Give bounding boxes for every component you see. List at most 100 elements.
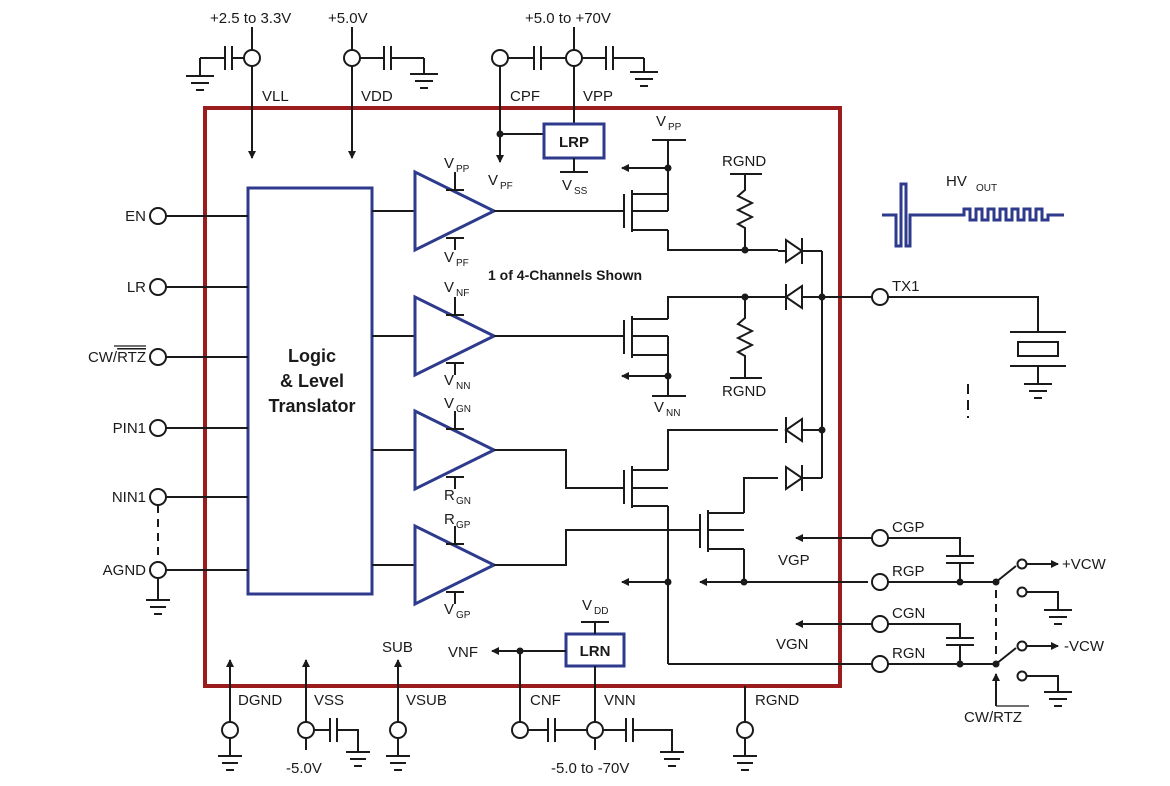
rgnd-resistor-mid: RGND xyxy=(722,293,766,400)
cpf-terminal xyxy=(491,49,509,67)
cgp-pin-label: CGP xyxy=(892,519,925,536)
vgn-label: VGN xyxy=(776,636,809,653)
lr-terminal xyxy=(149,278,167,296)
clamp-pins: CGP VGP RGP CGN VGN RGN xyxy=(668,519,996,673)
left-pins: EN LR CW/RTZ PIN1 NIN1 AGND xyxy=(88,207,248,615)
ic-boundary xyxy=(203,106,842,688)
lrn-regulator xyxy=(564,632,626,668)
svg-text:V: V xyxy=(656,113,666,130)
svg-text:PF: PF xyxy=(500,181,513,192)
dgnd-terminal xyxy=(221,721,239,739)
lrp-regulator: LRP V SS xyxy=(542,122,606,197)
channel-note: 1 of 4-Channels Shown xyxy=(488,267,642,283)
cnf-pin-label: CNF xyxy=(530,692,561,709)
rgnd-top-label: RGND xyxy=(722,153,766,170)
driver-nmos-gate: V NF V NN xyxy=(372,279,624,392)
driver-clamp-n: V GN R GN xyxy=(372,395,624,507)
rgn-pin-label: RGN xyxy=(892,645,925,662)
svg-text:NF: NF xyxy=(456,288,469,299)
vdd-supply: +5.0V VDD xyxy=(328,10,438,159)
vss-pin-label: VSS xyxy=(314,692,344,709)
en-pin-label: EN xyxy=(125,208,146,225)
vnn-range-label: -5.0 to -70V xyxy=(551,760,629,777)
vpp-pin-label: VPP xyxy=(583,88,613,105)
logic-line3: Translator xyxy=(268,396,355,416)
vss-terminal xyxy=(297,721,315,739)
svg-text:V: V xyxy=(444,601,454,618)
plus-vcw-label: +VCW xyxy=(1062,556,1107,573)
cw-rtz-terminal xyxy=(149,348,167,366)
svg-text:GP: GP xyxy=(456,610,471,621)
nin1-pin-label: NIN1 xyxy=(112,489,146,506)
svg-text:R: R xyxy=(444,487,455,504)
svg-text:PP: PP xyxy=(668,122,682,133)
tx1-terminal xyxy=(871,288,889,306)
vll-range-label: +2.5 to 3.3V xyxy=(210,10,291,27)
vll-supply: +2.5 to 3.3V VLL xyxy=(186,10,291,159)
driver-pmos-gate: V PP V PF xyxy=(372,155,624,269)
logic-line2: & Level xyxy=(280,371,344,391)
vdd-pin-label: VDD xyxy=(361,88,393,105)
svg-text:PP: PP xyxy=(456,164,470,175)
rgp-pin-label: RGP xyxy=(892,563,925,580)
svg-text:V: V xyxy=(444,372,454,389)
rgnd-mid-label: RGND xyxy=(722,383,766,400)
vsub-pin-label: VSUB xyxy=(406,692,447,709)
hv-out-waveform: HV OUT xyxy=(882,173,1064,248)
cnf-terminal xyxy=(511,721,529,739)
lrp-label: LRP xyxy=(559,134,589,151)
logic-line1: Logic xyxy=(288,346,336,366)
svg-text:V: V xyxy=(444,395,454,412)
cw-switches: +VCW -VCW CW/RTZ xyxy=(964,556,1107,726)
nin1-terminal xyxy=(149,488,167,506)
lrn-label: LRN xyxy=(580,643,611,660)
vll-pin-label: VLL xyxy=(262,88,289,105)
svg-text:V: V xyxy=(582,597,592,614)
rgnd-terminal xyxy=(736,721,754,739)
vnn-pin-label: VNN xyxy=(604,692,636,709)
transducer-element xyxy=(1017,341,1059,357)
output-diodes xyxy=(778,238,872,491)
minus-vcw-label: -VCW xyxy=(1064,638,1105,655)
bottom-pins: DGND VSS -5.0V SUB VSUB LRN V DD xyxy=(218,597,799,777)
svg-text:NN: NN xyxy=(456,381,470,392)
rgnd-pin-label: RGND xyxy=(755,692,799,709)
svg-text:GN: GN xyxy=(456,496,471,507)
rgp-terminal xyxy=(871,573,889,591)
vgp-label: VGP xyxy=(778,552,810,569)
driver-clamp-p: R GP V GP xyxy=(372,511,700,621)
hv-out-label: HV xyxy=(946,173,967,190)
pmos-output-transistor: V PP xyxy=(621,113,778,251)
hv-out-subscript: OUT xyxy=(976,183,997,194)
vdd-terminal xyxy=(343,49,361,67)
svg-text:V: V xyxy=(654,399,664,416)
vdd-value-label: +5.0V xyxy=(328,10,368,27)
cgn-terminal xyxy=(871,615,889,633)
tx1-pin-label: TX1 xyxy=(892,278,920,295)
cgp-terminal xyxy=(871,529,889,547)
rgnd-resistor-top: RGND xyxy=(722,153,766,254)
dgnd-pin-label: DGND xyxy=(238,692,282,709)
vsub-terminal xyxy=(389,721,407,739)
switch-cw-rtz-label: CW/RTZ xyxy=(964,709,1022,726)
svg-text:V: V xyxy=(444,249,454,266)
svg-text:SS: SS xyxy=(574,186,588,197)
vss-value-label: -5.0V xyxy=(286,760,322,777)
pin1-pin-label: PIN1 xyxy=(113,420,146,437)
rgn-terminal xyxy=(871,655,889,673)
svg-text:V: V xyxy=(488,172,498,189)
agnd-pin-label: AGND xyxy=(103,562,147,579)
logic-level-translator: Logic & Level Translator xyxy=(246,186,374,596)
svg-text:NN: NN xyxy=(666,408,680,419)
cw-rtz-pin-label: CW/RTZ xyxy=(88,349,146,366)
svg-text:V: V xyxy=(444,155,454,172)
svg-text:V: V xyxy=(444,279,454,296)
vpp-terminal xyxy=(565,49,583,67)
vpp-supply: +5.0 to +70V CPF VPP xyxy=(491,10,658,163)
pin1-terminal xyxy=(149,419,167,437)
svg-text:DD: DD xyxy=(594,606,608,617)
cgn-pin-label: CGN xyxy=(892,605,925,622)
tx1-output: TX1 xyxy=(871,278,1066,418)
cpf-pin-label: CPF xyxy=(510,88,540,105)
